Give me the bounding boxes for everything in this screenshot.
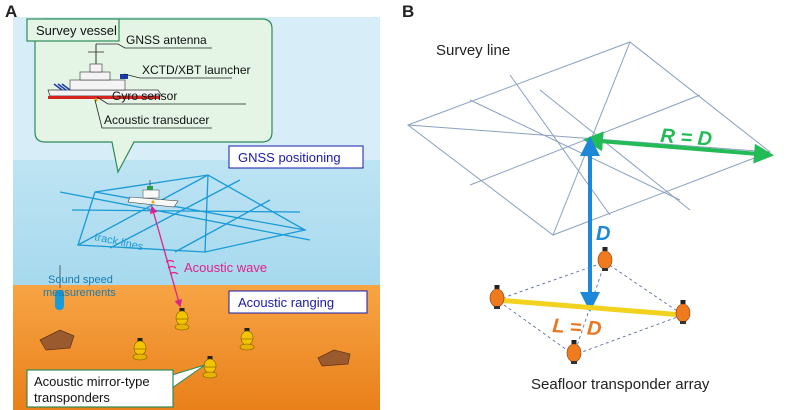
acoustic-wave-arrow: [149, 205, 183, 308]
transponder-icon: [597, 246, 613, 272]
gnss-positioning-box: [228, 145, 364, 169]
survey-line-label: Survey line: [436, 42, 510, 59]
gnss-positioning-label: GNSS positioning: [238, 150, 341, 165]
transponder-icon: [675, 299, 691, 325]
transponder-icon: [489, 284, 505, 310]
panel-b-label: B: [402, 2, 414, 21]
panel-a: A Survey vessel GNSS antenna XCTD/XBT la…: [5, 2, 380, 410]
seafloor-rocks: [39, 329, 351, 367]
panel-b: B Survey line R = D D L = D: [402, 2, 774, 393]
l-label: L = D: [552, 315, 603, 340]
transponder-icon: [566, 339, 582, 365]
transponders-label-1: Acoustic mirror-type: [34, 374, 150, 389]
callout-title-box: [26, 18, 120, 42]
sound-speed-label-2: measurements: [43, 287, 116, 299]
acoustic-ranging-label: Acoustic ranging: [238, 295, 334, 310]
sound-speed-label-1: Sound speed: [48, 274, 113, 286]
acoustic-wave-label: Acoustic wave: [184, 260, 267, 275]
acoustic-ranging-box: [228, 290, 368, 314]
gyro-sensor-label: Gyro sensor: [112, 89, 177, 103]
r-arrow: [583, 131, 774, 164]
l-line: [496, 297, 684, 318]
callout-leader-lines: [94, 43, 246, 129]
transponders-label-2: transponders: [34, 390, 110, 405]
callout-title: Survey vessel: [36, 23, 117, 38]
acoustic-wave-ripples: [165, 259, 179, 275]
sound-speed-probe-icon: [55, 290, 64, 310]
r-label: R = D: [660, 125, 713, 151]
array-label: Seafloor transponder array: [531, 376, 710, 393]
d-label: D: [596, 223, 610, 245]
transponder-label-box: [26, 369, 174, 408]
acoustic-transducer-label: Acoustic transducer: [104, 113, 209, 127]
survey-vessel-illustration: [47, 44, 163, 102]
gnss-antenna-label: GNSS antenna: [126, 33, 207, 47]
panel-a-label: A: [5, 2, 17, 21]
xctd-launcher-label: XCTD/XBT launcher: [142, 63, 251, 77]
